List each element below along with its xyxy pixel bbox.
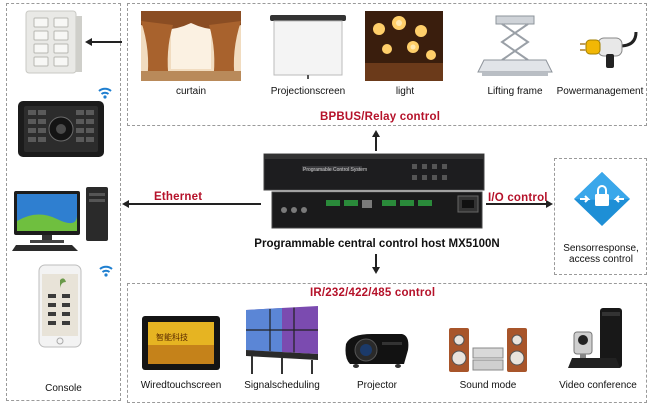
curtain-image bbox=[141, 11, 241, 81]
video-conference-label: Video conference bbox=[559, 380, 637, 391]
bottom-devices-panel bbox=[127, 283, 647, 403]
sound-system-image bbox=[447, 326, 529, 374]
projection-screen-label: Projectionscreen bbox=[270, 86, 346, 97]
bottom-bus-label: IR/232/422/485 control bbox=[310, 287, 436, 299]
projection-screen-image bbox=[268, 13, 348, 79]
touch-screen-text: 智能科技 bbox=[156, 333, 188, 342]
host-label: Programmable central control host MX5100… bbox=[254, 238, 500, 250]
video-wall-image bbox=[242, 304, 322, 376]
arrow-line-io bbox=[486, 203, 546, 205]
signal-scheduling-label: Signalscheduling bbox=[244, 380, 320, 391]
lifting-frame-label: Lifting frame bbox=[487, 86, 543, 97]
ethernet-label: Ethernet bbox=[154, 191, 203, 203]
curtain-label: curtain bbox=[175, 86, 206, 97]
touch-screen-label: Wiredtouchscreen bbox=[140, 380, 222, 391]
sensor-access-label: Sensorresponse, access control bbox=[563, 243, 639, 265]
arrow-up-to-top-panel bbox=[372, 130, 380, 137]
arrow-to-console-ethernet bbox=[122, 200, 129, 208]
power-management-label: Powermanagement bbox=[556, 86, 644, 97]
sound-mode-label: Sound mode bbox=[459, 380, 517, 391]
arrow-line-down bbox=[375, 254, 377, 268]
io-panel bbox=[554, 158, 647, 275]
projector-image bbox=[342, 328, 412, 372]
arrow-line-up bbox=[375, 137, 377, 151]
arrow-down-to-bottom-panel bbox=[372, 267, 380, 274]
arrow-to-io-panel bbox=[546, 200, 553, 208]
light-label: light bbox=[395, 86, 415, 97]
wifi-icon bbox=[97, 86, 113, 100]
arrow-to-console-top bbox=[85, 38, 92, 46]
lifting-frame-image bbox=[476, 14, 554, 80]
projector-label: Projector bbox=[356, 380, 397, 391]
arrow-line-ethernet bbox=[129, 203, 261, 205]
top-bus-label: BPBUS/Relay control bbox=[320, 111, 441, 123]
sensor-access-icon bbox=[572, 170, 632, 228]
console-label: Console bbox=[45, 383, 82, 394]
console-panel bbox=[6, 3, 121, 401]
io-control-label: I/O control bbox=[488, 192, 548, 204]
top-devices-panel bbox=[127, 3, 647, 126]
tablet-remote-image bbox=[17, 100, 105, 158]
power-plug-image bbox=[580, 24, 638, 76]
wall-keypad-image bbox=[24, 8, 84, 78]
host-panel-text: Programable Control System bbox=[303, 167, 368, 173]
light-image bbox=[365, 11, 443, 81]
video-conference-image bbox=[566, 304, 632, 374]
control-host-image bbox=[262, 150, 488, 240]
wifi-icon bbox=[98, 264, 114, 278]
smartphone-image bbox=[38, 264, 82, 348]
desktop-computer-image bbox=[12, 185, 112, 253]
touch-screen-image bbox=[141, 315, 221, 371]
arrow-line-top bbox=[92, 41, 122, 43]
